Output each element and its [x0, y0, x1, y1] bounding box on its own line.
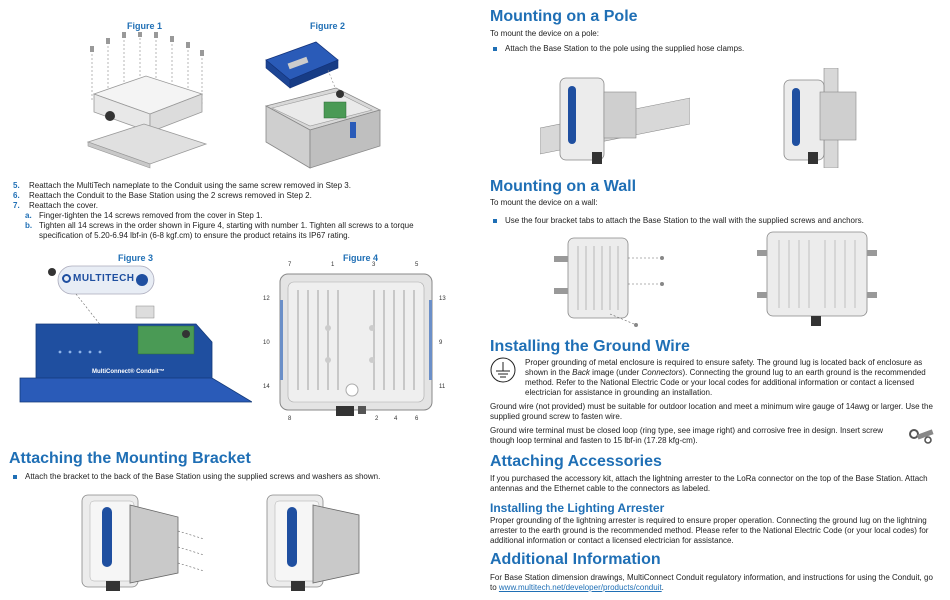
callout-2: 2	[375, 416, 379, 422]
bracket-bullet: Attach the bracket to the back of the Ba…	[13, 472, 433, 482]
wall-bullet: Use the four bracket tabs to attach the …	[493, 216, 933, 226]
steps-list: 5.Reattach the MultiTech nameplate to th…	[13, 181, 433, 241]
substep-b: b.Tighten all 14 screws in the order sho…	[25, 221, 414, 240]
wall-figure-1	[554, 237, 664, 327]
callout-4: 4	[394, 416, 398, 422]
figure3-image	[19, 265, 252, 403]
figure3-device-label: MultiConnect® Conduit™	[92, 369, 165, 375]
callout-14: 14	[263, 384, 270, 390]
conduit-link[interactable]: www.multitech.net/developer/products/con…	[498, 583, 662, 592]
substep-a: a.Finger-tighten the 14 screws removed f…	[25, 211, 263, 220]
bullet-square-icon	[13, 475, 17, 479]
pole-heading: Mounting on a Pole	[490, 8, 638, 25]
step-5: 5.Reattach the MultiTech nameplate to th…	[13, 181, 351, 190]
figure2-image	[264, 41, 382, 169]
additional-paragraph: For Base Station dimension drawings, Mul…	[490, 573, 933, 592]
figure3-logo: MULTITECH	[62, 273, 135, 284]
step-6: 6.Reattach the Conduit to the Base Stati…	[13, 191, 312, 200]
callout-8: 8	[288, 416, 292, 422]
callout-3: 3	[372, 262, 376, 268]
arrester-paragraph: Proper grounding of the lightning arrest…	[490, 516, 929, 545]
wall-figure-2	[757, 231, 877, 326]
bracket-figure-2	[266, 494, 360, 591]
figure4-title: Figure 4	[343, 253, 379, 263]
callout-11: 11	[439, 384, 446, 390]
step-7: 7.Reattach the cover.	[13, 201, 98, 210]
ground-heading: Installing the Ground Wire	[490, 338, 690, 355]
callout-1: 1	[331, 262, 335, 268]
callout-5: 5	[415, 262, 419, 268]
callout-12: 12	[263, 296, 270, 302]
ground-paragraph-2: Ground wire (not provided) must be suita…	[490, 402, 933, 421]
pole-intro: To mount the device on a pole:	[490, 29, 599, 38]
figure2-title: Figure 2	[310, 21, 346, 31]
pole-bullet: Attach the Base Station to the pole usin…	[493, 44, 933, 54]
ground-symbol-icon	[490, 357, 516, 383]
accessories-paragraph: If you purchased the accessory kit, atta…	[490, 474, 928, 493]
bullet-square-icon	[493, 219, 497, 223]
callout-6: 6	[415, 416, 419, 422]
multitech-logo-icon	[62, 273, 71, 283]
figure4-image: 7 1 3 5 12 13 10 9 14 11 8 2 4 6	[263, 262, 446, 422]
bullet-square-icon	[493, 47, 497, 51]
arrester-heading: Installing the Lighting Arrester	[490, 501, 665, 515]
ring-terminal-icon	[909, 429, 934, 444]
wall-heading: Mounting on a Wall	[490, 178, 637, 195]
pole-figure-1	[540, 77, 690, 164]
figure1-image	[86, 32, 208, 169]
wall-intro: To mount the device on a wall:	[490, 198, 598, 207]
callout-7: 7	[288, 262, 292, 268]
callout-13: 13	[439, 296, 446, 302]
ground-paragraph-1: Proper grounding of metal enclosure is r…	[525, 358, 926, 397]
bracket-heading: Attaching the Mounting Bracket	[9, 450, 251, 467]
pole-figure-2	[783, 68, 857, 168]
callout-9: 9	[439, 340, 443, 346]
figure1-title: Figure 1	[127, 21, 163, 31]
callout-10: 10	[263, 340, 270, 346]
additional-heading: Additional Information	[490, 551, 661, 568]
figure3-title: Figure 3	[118, 253, 154, 263]
ground-paragraph-3: Ground wire terminal must be closed loop…	[490, 426, 884, 445]
bracket-figure-1	[81, 494, 205, 591]
accessories-heading: Attaching Accessories	[490, 453, 662, 470]
